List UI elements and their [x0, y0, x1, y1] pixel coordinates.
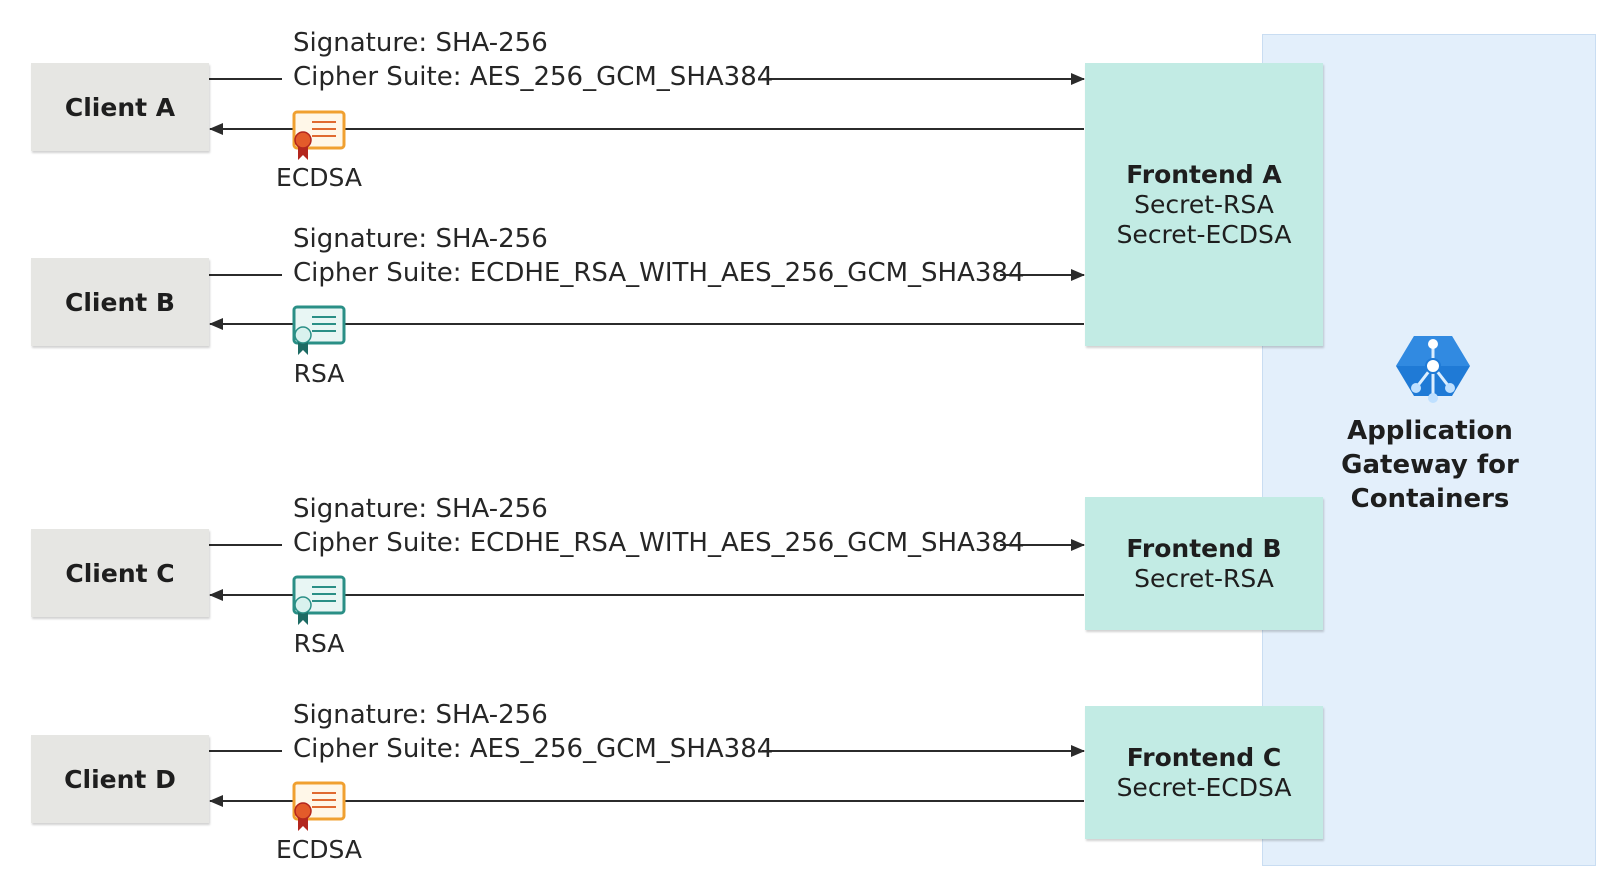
client-a-cipher: Cipher Suite: AES_256_GCM_SHA384: [293, 62, 774, 92]
client-b-cipher: Cipher Suite: ECDHE_RSA_WITH_AES_256_GCM…: [293, 258, 1025, 288]
frontend-a-title: Frontend A: [1126, 159, 1282, 189]
frontend-c-box: Frontend C Secret-ECDSA: [1085, 706, 1323, 839]
application-gateway-for-containers-icon: [1396, 336, 1470, 403]
frontend-b-box: Frontend B Secret-RSA: [1085, 497, 1323, 630]
ecdsa-certificate-icon: [292, 110, 346, 160]
frontend-c-title: Frontend C: [1126, 742, 1282, 772]
frontend-a-box: Frontend A Secret-RSA Secret-ECDSA: [1085, 63, 1323, 346]
gateway-title-line-2: Gateway for: [1341, 450, 1519, 480]
client-c-signature: Signature: SHA-256: [293, 494, 548, 524]
client-c-certificate-label: RSA: [293, 629, 345, 658]
frontend-c-secret-ecdsa: Secret-ECDSA: [1116, 772, 1292, 802]
gateway-title-line-3: Containers: [1350, 484, 1510, 514]
client-b-label: Client B: [65, 287, 175, 317]
rsa-certificate-icon: [292, 305, 346, 355]
client-b-signature: Signature: SHA-256: [293, 224, 548, 254]
client-b-certificate-label: RSA: [293, 359, 345, 388]
client-d-signature: Signature: SHA-256: [293, 700, 548, 730]
frontend-a-secret-ecdsa: Secret-ECDSA: [1116, 219, 1292, 249]
client-a-signature: Signature: SHA-256: [293, 28, 548, 58]
client-a-box: Client A: [31, 63, 209, 151]
rsa-certificate-icon: [292, 575, 346, 625]
frontend-b-title: Frontend B: [1126, 533, 1282, 563]
client-c-label: Client C: [65, 558, 175, 588]
client-c-box: Client C: [31, 529, 209, 617]
client-b-box: Client B: [31, 258, 209, 346]
frontend-a-secret-rsa: Secret-RSA: [1134, 189, 1274, 219]
client-d-certificate-label: ECDSA: [276, 835, 362, 864]
frontend-b-secret-rsa: Secret-RSA: [1134, 563, 1274, 593]
client-d-label: Client D: [64, 764, 176, 794]
gateway-title: Application Gateway for Containers: [1290, 414, 1570, 516]
client-a-label: Client A: [64, 92, 176, 122]
client-d-box: Client D: [31, 735, 209, 823]
client-a-certificate-label: ECDSA: [276, 163, 362, 192]
client-c-cipher: Cipher Suite: ECDHE_RSA_WITH_AES_256_GCM…: [293, 528, 1025, 558]
client-d-cipher: Cipher Suite: AES_256_GCM_SHA384: [293, 734, 774, 764]
ecdsa-certificate-icon: [292, 781, 346, 831]
gateway-title-line-1: Application: [1347, 416, 1513, 446]
